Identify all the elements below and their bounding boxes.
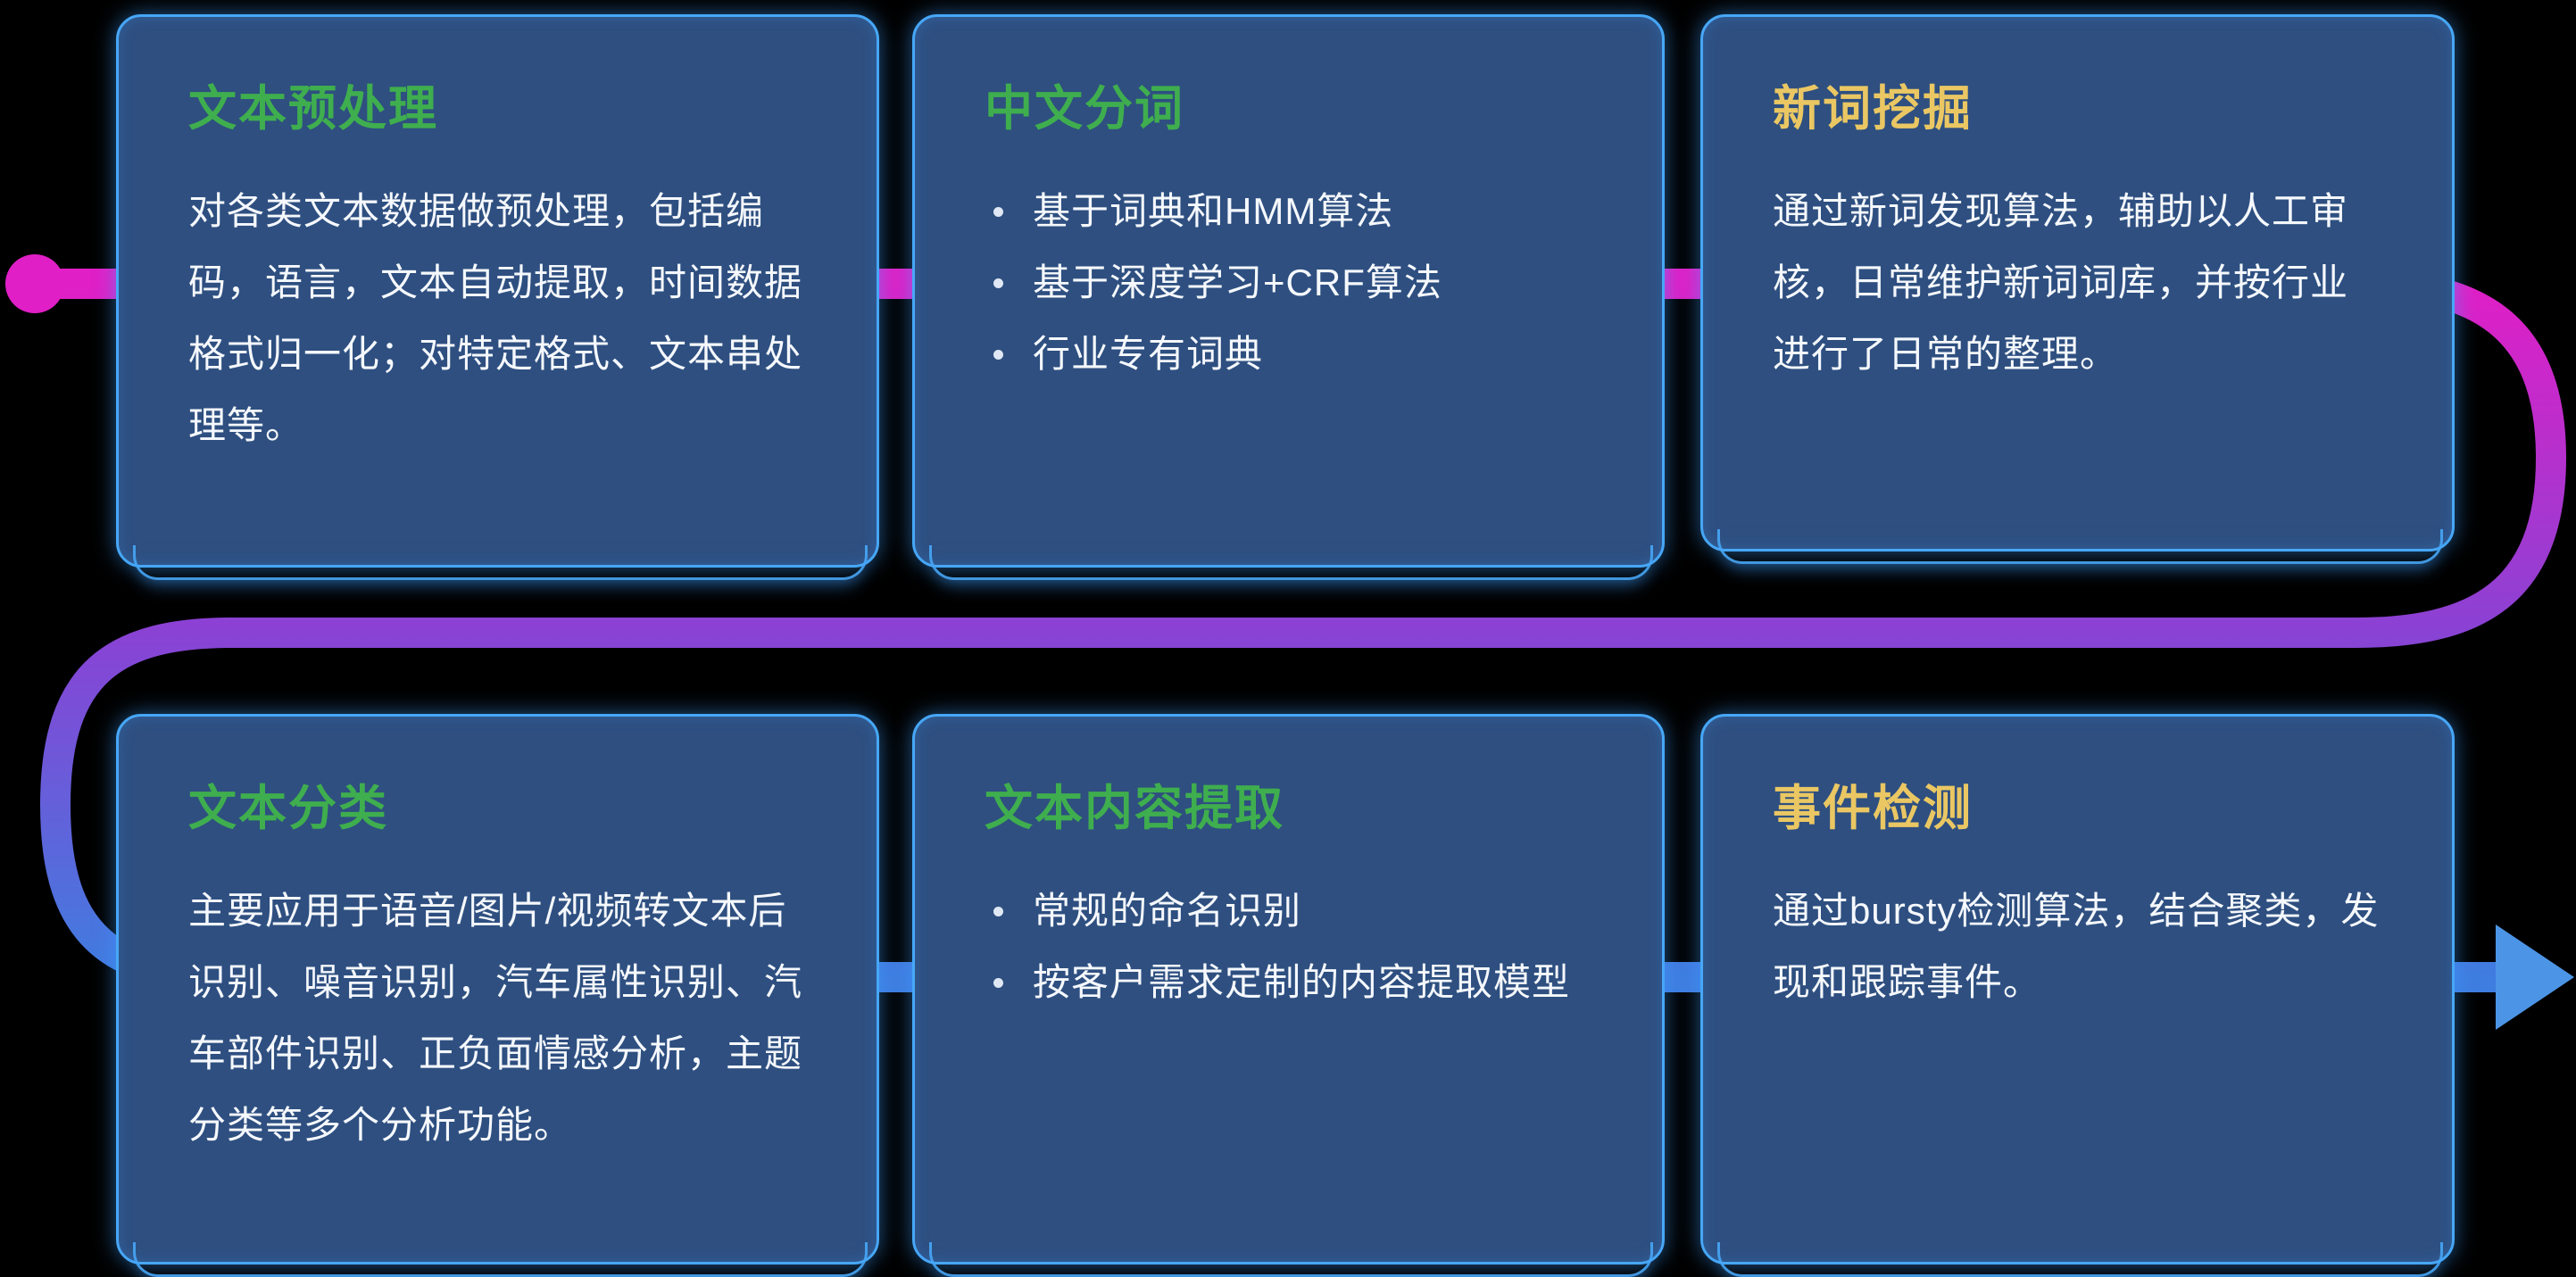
card-text-classification: 文本分类 主要应用于语音/图片/视频转文本后识别、噪音识别，汽车属性识别、汽车部… bbox=[116, 714, 879, 1277]
card-title: 事件检测 bbox=[1773, 782, 1973, 835]
bullet-item: 基于词典和HMM算法 bbox=[985, 176, 1592, 247]
card-body: 通过bursty检测算法，结合聚类，发现和跟踪事件。 bbox=[1773, 890, 2380, 1003]
bullet-item: 行业专有词典 bbox=[985, 319, 1592, 390]
flow-end-arrow-icon bbox=[2496, 925, 2574, 1030]
card-text-content-extraction: 文本内容提取 常规的命名识别 按客户需求定制的内容提取模型 bbox=[912, 714, 1665, 1277]
card-body: 通过新词发现算法，辅助以人工审核，日常维护新词词库，并按行业进行了日常的整理。 bbox=[1773, 190, 2349, 375]
card-chinese-word-segmentation: 中文分词 基于词典和HMM算法 基于深度学习+CRF算法 行业专有词典 bbox=[912, 14, 1665, 580]
card-event-detection: 事件检测 通过bursty检测算法，结合聚类，发现和跟踪事件。 bbox=[1700, 714, 2455, 1277]
card-bullet-list: 基于词典和HMM算法 基于深度学习+CRF算法 行业专有词典 bbox=[985, 176, 1592, 390]
card-body: 对各类文本数据做预处理，包括编码，语言，文本自动提取，时间数据格式归一化；对特定… bbox=[188, 190, 803, 446]
bullet-item: 基于深度学习+CRF算法 bbox=[985, 247, 1592, 319]
card-body: 主要应用于语音/图片/视频转文本后识别、噪音识别，汽车属性识别、汽车部件识别、正… bbox=[188, 890, 803, 1146]
card-bullet-list: 常规的命名识别 按客户需求定制的内容提取模型 bbox=[985, 875, 1592, 1018]
flow-path bbox=[20, 269, 2567, 992]
bullet-item: 常规的命名识别 bbox=[985, 875, 1592, 947]
card-title: 新词挖掘 bbox=[1773, 82, 1973, 136]
flow-start-dot bbox=[5, 254, 64, 313]
card-title: 中文分词 bbox=[985, 82, 1184, 136]
card-new-word-mining: 新词挖掘 通过新词发现算法，辅助以人工审核，日常维护新词词库，并按行业进行了日常… bbox=[1700, 14, 2455, 564]
card-title: 文本内容提取 bbox=[985, 782, 1284, 835]
card-title: 文本分类 bbox=[188, 782, 388, 835]
card-text-preprocessing: 文本预处理 对各类文本数据做预处理，包括编码，语言，文本自动提取，时间数据格式归… bbox=[116, 14, 879, 580]
card-title: 文本预处理 bbox=[188, 82, 438, 136]
bullet-item: 按客户需求定制的内容提取模型 bbox=[985, 947, 1592, 1018]
